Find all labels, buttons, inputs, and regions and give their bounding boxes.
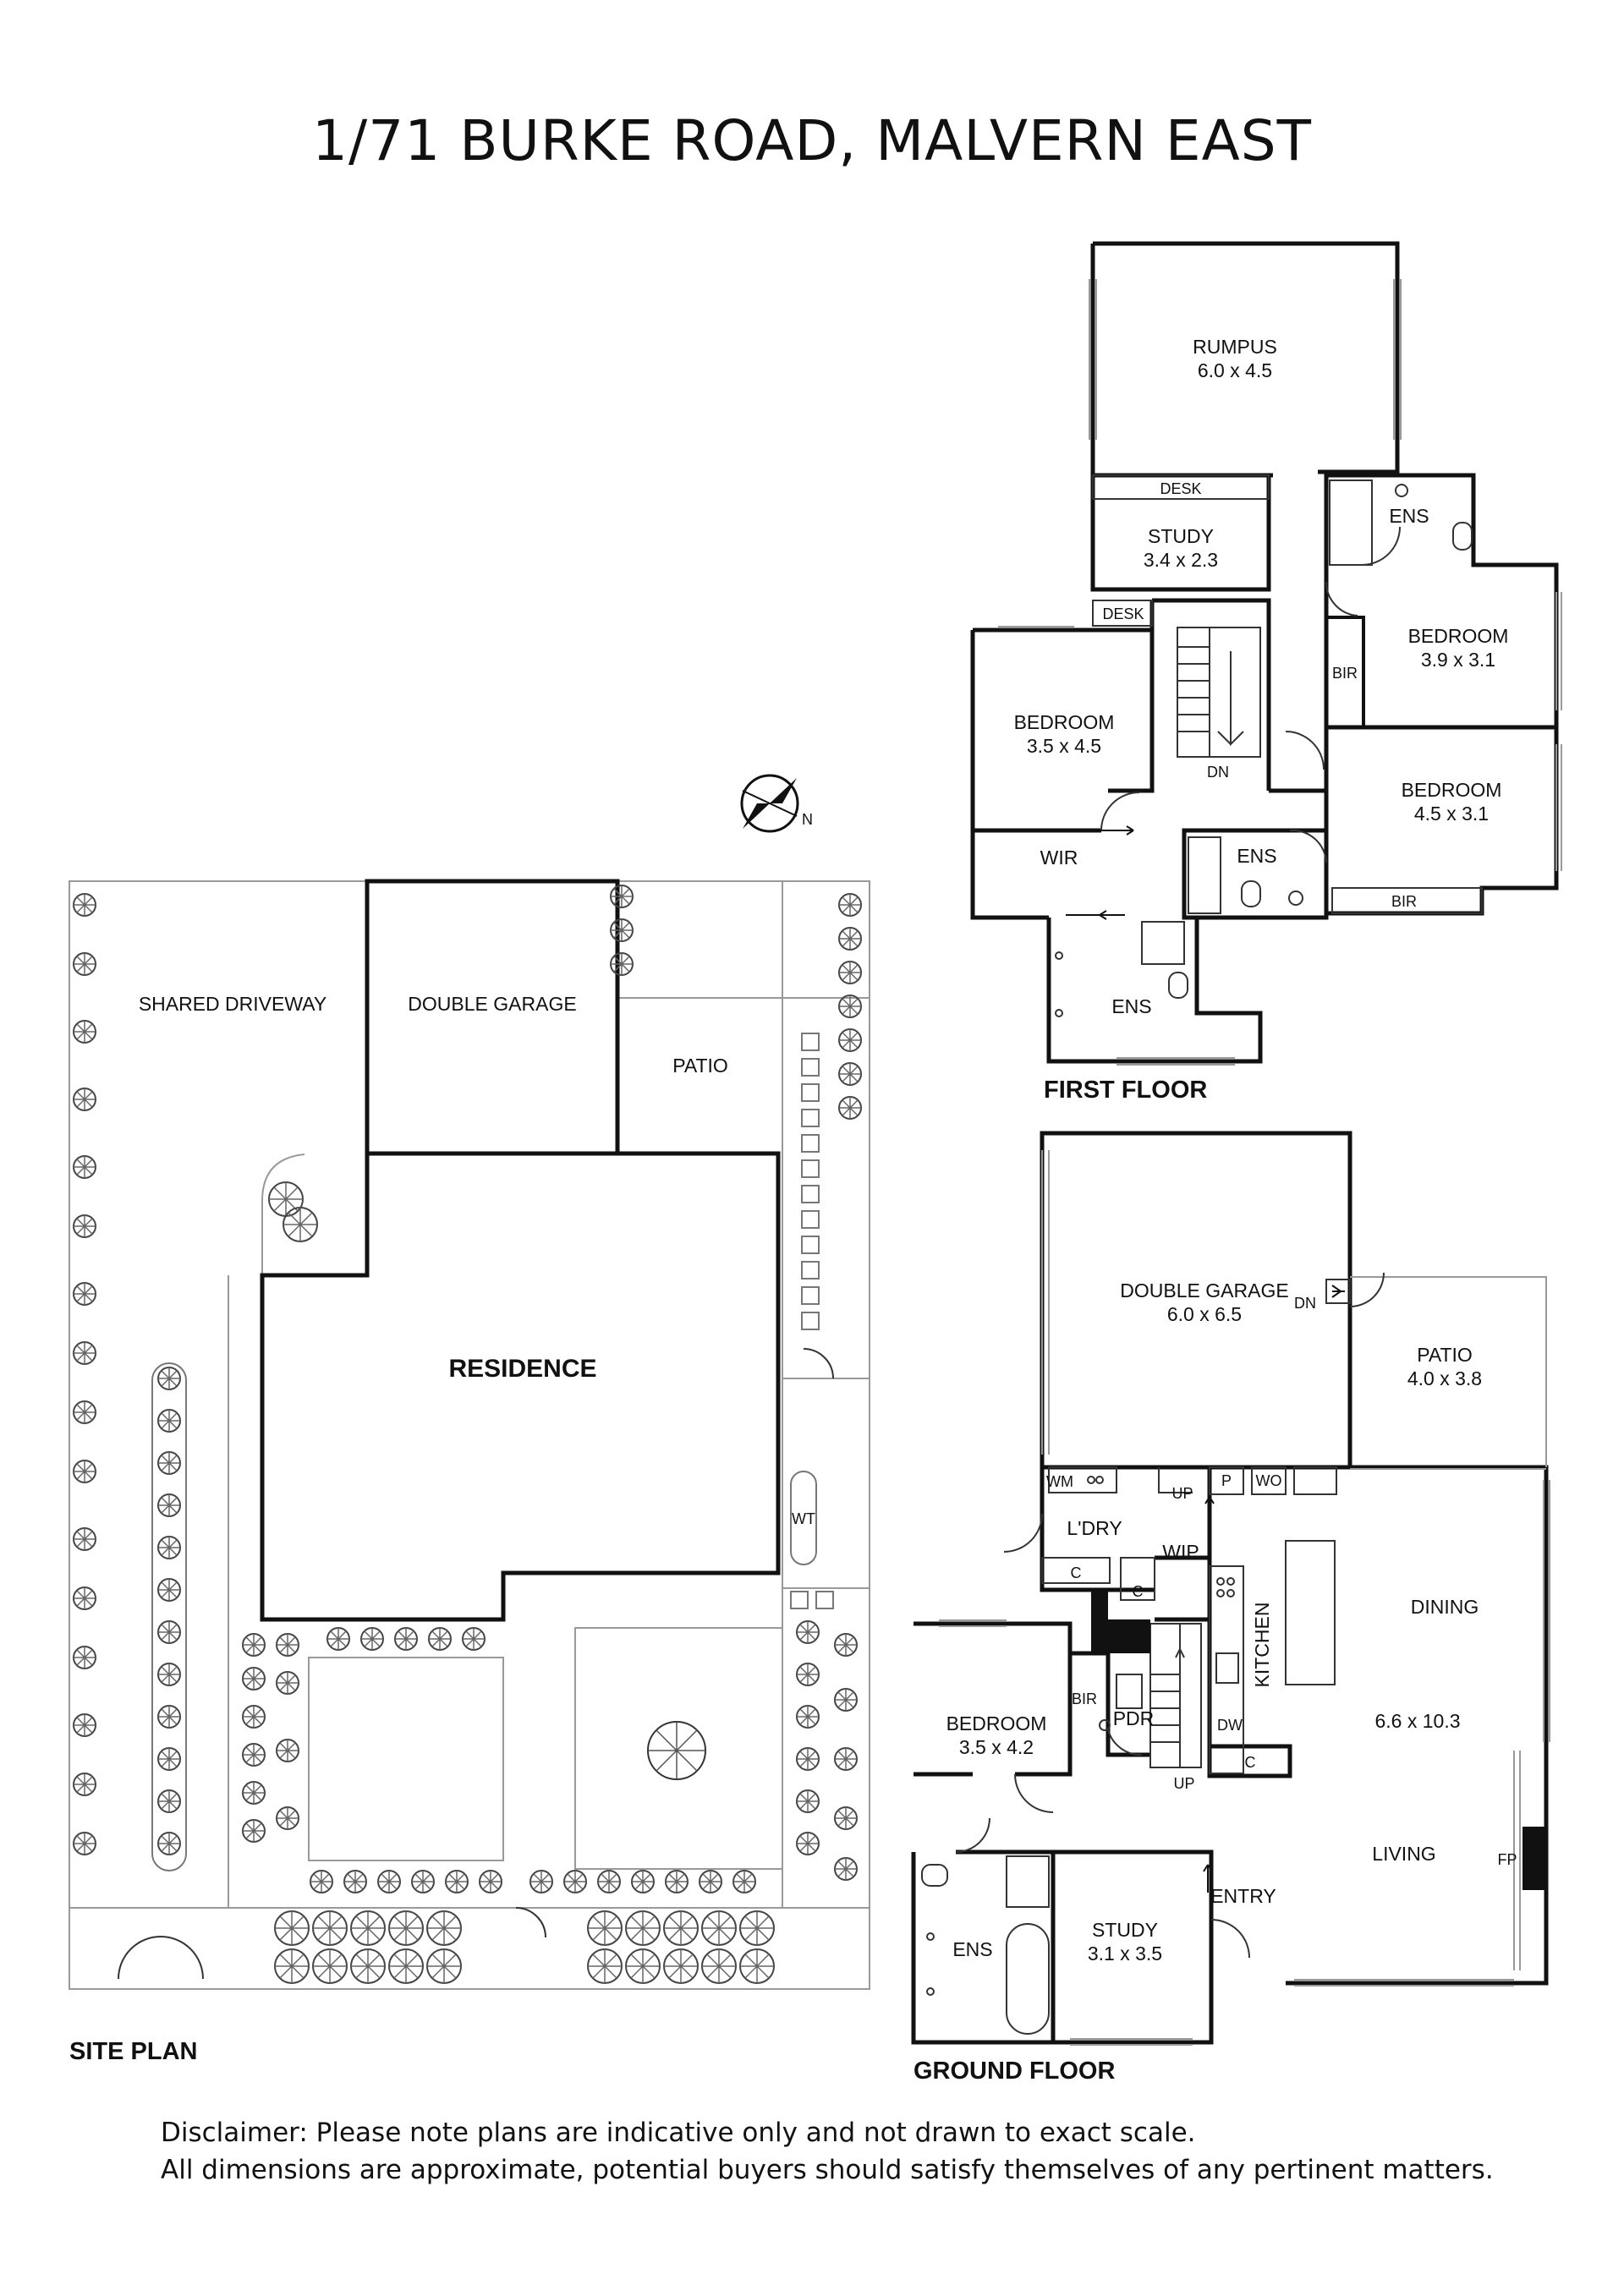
page-title: 1/71 BURKE ROAD, MALVERN EAST (312, 108, 1312, 173)
gf-bedroom-dim: 3.5 x 4.2 (959, 1736, 1034, 1758)
gf-living-dim: 6.6 x 10.3 (1374, 1710, 1460, 1732)
first-floor-label: FIRST FLOOR (1044, 1077, 1207, 1104)
gf-fireplace-block (1522, 1827, 1546, 1890)
gf-patio-dim: 4.0 x 3.8 (1407, 1367, 1482, 1389)
ff-bedroom-2-dim: 3.9 x 3.1 (1421, 649, 1495, 671)
gf-wm: WM (1046, 1473, 1073, 1490)
disclaimer: Disclaimer: Please note plans are indica… (161, 2114, 1494, 2189)
ff-bedroom-1-dim: 3.5 x 4.5 (1027, 735, 1101, 757)
gf-up-2: UP (1173, 1775, 1194, 1792)
site-plan-label: SITE PLAN (69, 2038, 197, 2065)
gf-fireplace: FP (1497, 1851, 1517, 1868)
ff-study-dim: 3.4 x 2.3 (1144, 549, 1218, 571)
gf-up-1: UP (1171, 1485, 1193, 1502)
gf-entry: ENTRY (1210, 1885, 1276, 1907)
gf-dining: DINING (1411, 1596, 1479, 1618)
ground-floor-arrows (1203, 1496, 1215, 1893)
first-floor-arrows (1066, 825, 1134, 920)
gf-living: LIVING (1372, 1843, 1435, 1865)
ff-ens-2: ENS (1237, 845, 1276, 867)
site-trees (73, 885, 862, 1984)
first-floor-windows (998, 279, 1562, 1066)
site-residence (260, 1151, 781, 1622)
gf-dn: DN (1294, 1295, 1316, 1312)
gf-wip: WIP (1162, 1541, 1199, 1563)
ff-rumpus-dim: 6.0 x 4.5 (1198, 359, 1272, 381)
ff-ens-1: ENS (1389, 505, 1429, 527)
gf-dishwasher: DW (1217, 1717, 1243, 1734)
ff-stair-dn: DN (1207, 764, 1229, 781)
gf-study-dim: 3.1 x 3.5 (1088, 1943, 1162, 1964)
ground-floor-fixtures (921, 1272, 1385, 2035)
gf-kitchen: KITCHEN (1251, 1603, 1273, 1688)
ground-floor-label: GROUND FLOOR (914, 2058, 1115, 2085)
compass-icon (740, 774, 799, 833)
gf-fill-block-2 (1108, 1619, 1150, 1653)
ff-desk-2: DESK (1102, 606, 1144, 622)
ff-bir-1: BIR (1332, 665, 1358, 682)
ff-rumpus-name: RUMPUS (1193, 336, 1277, 358)
ff-bir-2: BIR (1391, 893, 1417, 910)
compass-north-letter: N (802, 811, 813, 828)
ground-floor-lines (939, 1150, 1550, 2046)
gf-wo: WO (1256, 1472, 1282, 1489)
gf-garage-name: DOUBLE GARAGE (1120, 1280, 1288, 1301)
site-residence-label: RESIDENCE (448, 1355, 596, 1383)
site-patio-label: PATIO (672, 1055, 728, 1077)
gf-fill-block-1 (1091, 1590, 1108, 1653)
ff-bedroom-3-name: BEDROOM (1402, 779, 1502, 801)
gf-bedroom-name: BEDROOM (946, 1712, 1047, 1734)
gf-pdr: PDR (1113, 1707, 1155, 1729)
ff-bedroom-2-name: BEDROOM (1408, 625, 1509, 647)
ff-desk-1: DESK (1160, 480, 1201, 497)
first-floor-fixtures (1055, 474, 1483, 1017)
ff-wir: WIR (1040, 847, 1078, 869)
gf-study-name: STUDY (1092, 1919, 1158, 1941)
disclaimer-line-2: All dimensions are approximate, potentia… (161, 2155, 1494, 2185)
gf-closet-1: C (1071, 1564, 1082, 1581)
gf-garage-dim: 6.0 x 6.5 (1167, 1303, 1242, 1325)
gf-bir: BIR (1072, 1690, 1097, 1707)
ff-ens-3: ENS (1111, 995, 1151, 1017)
site-water-tank-label: WT (792, 1510, 815, 1527)
ff-bedroom-1-name: BEDROOM (1014, 711, 1115, 733)
ff-bedroom-3-dim: 4.5 x 3.1 (1414, 803, 1489, 825)
site-plan (69, 879, 870, 1990)
gf-ens: ENS (952, 1938, 992, 1960)
gf-closet-2: C (1133, 1583, 1144, 1600)
ff-study-name: STUDY (1148, 525, 1214, 547)
gf-patio-name: PATIO (1417, 1344, 1473, 1366)
site-boundary (69, 880, 870, 1990)
site-double-garage-label: DOUBLE GARAGE (408, 993, 576, 1015)
gf-pantry: P (1221, 1472, 1232, 1489)
site-double-garage (365, 879, 620, 1156)
disclaimer-line-1: Disclaimer: Please note plans are indica… (161, 2118, 1196, 2148)
site-shared-driveway-label: SHARED DRIVEWAY (139, 993, 326, 1015)
gf-laundry: L'DRY (1067, 1517, 1122, 1539)
gf-closet-3: C (1245, 1754, 1256, 1771)
